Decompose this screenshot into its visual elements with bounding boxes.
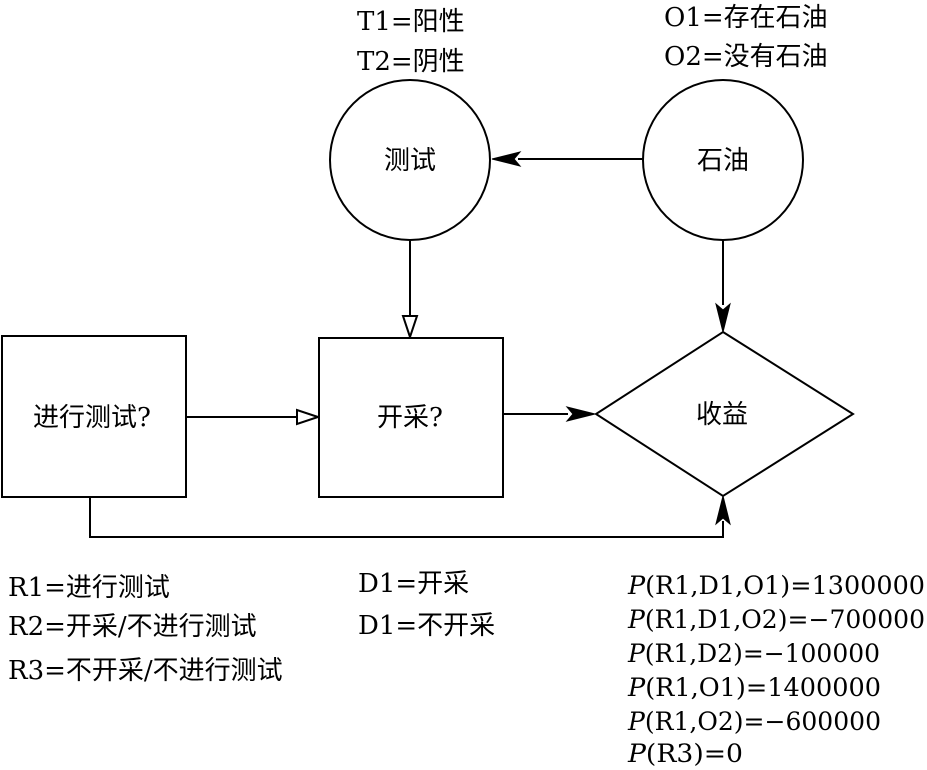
drill-label: 开采? (377, 403, 443, 433)
d-option-1: D1=开采 (358, 569, 469, 599)
arrowhead-dotest-to-payoff (715, 495, 731, 526)
payoff-row-6: P(R3)=0 (627, 739, 743, 768)
payoff-row-4-p: P (627, 673, 646, 702)
payoff-row-1-value: (R1,D1,O1)=1300000 (645, 571, 925, 600)
payoff-row-2-p: P (627, 605, 646, 634)
arrowhead-drill-to-payoff (565, 406, 596, 422)
payoff-row-6-p: P (627, 739, 647, 768)
payoff-row-3-p: P (627, 639, 646, 668)
r-option-3: R3=不开采/不进行测试 (8, 656, 283, 686)
payoff-row-5-value: (R1,O2)=−600000 (645, 707, 881, 736)
payoff-row-5: P(R1,O2)=−600000 (627, 707, 881, 736)
payoff-row-5-p: P (627, 707, 646, 736)
arrowhead-test-to-drill (401, 315, 419, 341)
payoff-row-1-p: P (627, 571, 646, 600)
test-node (329, 79, 491, 241)
arrowhead-oil-to-test (491, 151, 522, 167)
payoff-row-4-value: (R1,O1)=1400000 (645, 673, 881, 702)
test-node-label: 测试 (384, 146, 436, 176)
drill-decision-node (318, 337, 504, 498)
oil-outcome-1: O1=存在石油 (664, 3, 828, 33)
payoff-row-3: P(R1,D2)=−100000 (627, 639, 880, 668)
do-test-label: 进行测试? (33, 403, 151, 433)
payoff-row-2-value: (R1,D1,O2)=−700000 (645, 605, 925, 634)
test-outcome-2: T2=阴性 (357, 47, 465, 77)
edge-dotest-to-payoff (89, 497, 724, 538)
payoff-row-3-value: (R1,D2)=−100000 (645, 639, 880, 668)
payoff-row-6-value: (R3)=0 (646, 739, 743, 768)
payoff-label: 收益 (696, 400, 748, 430)
r-option-1: R1=进行测试 (8, 573, 170, 603)
oil-node (642, 79, 804, 241)
payoff-row-1: P(R1,D1,O1)=1300000 (627, 571, 925, 600)
payoff-value-node (594, 330, 855, 498)
oil-node-label: 石油 (697, 146, 749, 176)
oil-outcome-2: O2=没有石油 (664, 42, 828, 72)
d-option-2: D1=不开采 (358, 611, 495, 641)
arrowhead-oil-to-payoff (715, 302, 731, 333)
r-option-2: R2=开采/不进行测试 (8, 612, 257, 642)
arrowhead-dotest-to-drill (296, 408, 322, 426)
payoff-row-2: P(R1,D1,O2)=−700000 (627, 605, 925, 634)
test-outcome-1: T1=阳性 (357, 7, 465, 37)
do-test-decision-node (1, 335, 187, 498)
payoff-row-4: P(R1,O1)=1400000 (627, 673, 881, 702)
